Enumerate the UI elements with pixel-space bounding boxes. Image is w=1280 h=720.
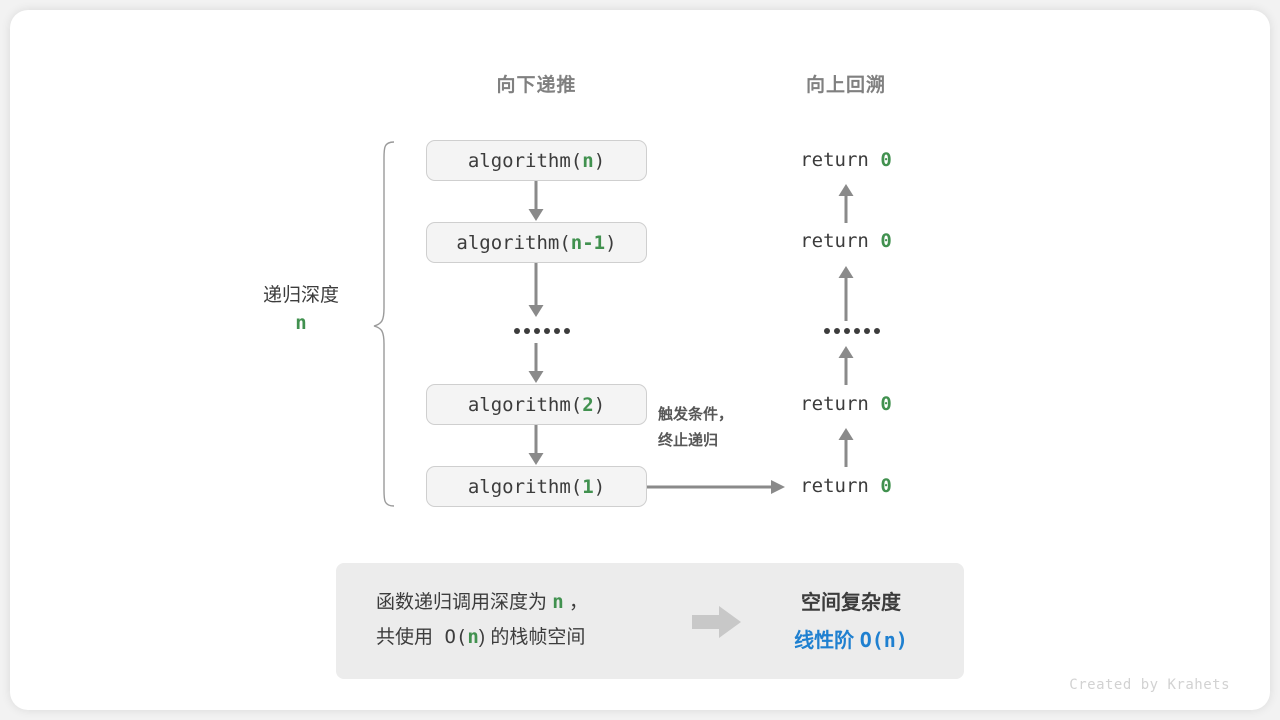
arrow-up-2 bbox=[834, 265, 858, 321]
ellipsis-dot bbox=[874, 328, 880, 334]
summary-result-title: 空间复杂度 bbox=[801, 592, 901, 614]
summary-result-value-row: 线性阶 O(n) bbox=[756, 622, 946, 660]
call-box: algorithm(n-1) bbox=[426, 222, 647, 263]
call-box-arg: 1 bbox=[582, 475, 594, 498]
summary-description: 函数递归调用深度为 n ， 共使用 O(n) 的栈帧空间 bbox=[376, 585, 588, 655]
call-box-suffix: ) bbox=[593, 475, 606, 498]
ellipsis-dot bbox=[824, 328, 830, 334]
column-header-downward: 向下递推 bbox=[426, 70, 647, 97]
call-box-prefix: algorithm( bbox=[456, 231, 571, 254]
arrow-down-2 bbox=[524, 263, 548, 318]
trigger-note-line2: 终止递归 bbox=[658, 431, 719, 449]
return-label: return 0 bbox=[766, 149, 926, 171]
call-box-suffix: ) bbox=[605, 231, 617, 254]
call-box-prefix: algorithm( bbox=[467, 149, 583, 172]
call-box: algorithm(n) bbox=[426, 140, 647, 181]
depth-brace bbox=[366, 130, 402, 510]
call-box-arg: n-1 bbox=[570, 231, 606, 254]
arrow-up-1 bbox=[834, 183, 858, 223]
ellipsis-dot bbox=[864, 328, 870, 334]
ellipsis-dot bbox=[564, 328, 570, 334]
return-label: return 0 bbox=[766, 393, 926, 415]
return-keyword: return bbox=[800, 230, 869, 252]
return-keyword: return bbox=[800, 149, 869, 171]
call-box-arg: n bbox=[582, 149, 594, 172]
call-box-prefix: algorithm( bbox=[467, 475, 583, 498]
recursion-depth-text: 递归深度 bbox=[262, 285, 339, 306]
call-box: algorithm(2) bbox=[426, 384, 647, 425]
ellipsis-left bbox=[514, 328, 570, 334]
arrow-down-4 bbox=[524, 425, 548, 466]
summary-line-1: 函数递归调用深度为 n ， bbox=[376, 585, 588, 620]
ellipsis-dot bbox=[854, 328, 860, 334]
ellipsis-dot bbox=[544, 328, 550, 334]
summary-line2-text-a: 共使用 O( bbox=[376, 626, 468, 649]
ellipsis-dot bbox=[844, 328, 850, 334]
summary-result-label: 线性阶 bbox=[794, 630, 860, 652]
call-box-arg: 2 bbox=[582, 393, 594, 416]
summary-line1-text-b: ， bbox=[563, 592, 589, 613]
ellipsis-dot bbox=[554, 328, 560, 334]
ellipsis-dot bbox=[534, 328, 540, 334]
call-box: algorithm(1) bbox=[426, 466, 647, 507]
ellipsis-dot bbox=[514, 328, 520, 334]
trigger-note-line1: 触发条件， bbox=[658, 406, 734, 423]
return-value: 0 bbox=[880, 475, 892, 497]
arrow-down-1 bbox=[524, 181, 548, 222]
summary-line2-text-b: ) 的栈帧空间 bbox=[478, 627, 586, 649]
arrow-right-terminate bbox=[647, 476, 787, 498]
footer-credit: Created by Krahets bbox=[1069, 677, 1230, 693]
return-label: return 0 bbox=[766, 475, 926, 497]
summary-line-2: 共使用 O(n) 的栈帧空间 bbox=[376, 620, 588, 655]
column-header-downward-label: 向下递推 bbox=[496, 75, 577, 96]
block-arrow-right-icon bbox=[692, 605, 742, 639]
ellipsis-right bbox=[824, 328, 880, 334]
return-keyword: return bbox=[800, 393, 869, 415]
summary-line2-n: n bbox=[467, 626, 479, 649]
call-box-suffix: ) bbox=[593, 149, 606, 172]
trigger-condition-note: 触发条件， 终止递归 bbox=[658, 402, 733, 453]
call-box-suffix: ) bbox=[593, 393, 606, 416]
column-header-upward-label: 向上回溯 bbox=[805, 75, 886, 96]
recursion-depth-label: 递归深度 n bbox=[236, 282, 366, 337]
summary-result: 空间复杂度 线性阶 O(n) bbox=[756, 585, 946, 660]
return-value: 0 bbox=[880, 230, 892, 252]
ellipsis-dot bbox=[834, 328, 840, 334]
diagram-card: 向下递推 向上回溯 递归深度 n algorithm(n) algor bbox=[10, 10, 1270, 710]
return-keyword: return bbox=[800, 475, 869, 497]
call-box-prefix: algorithm( bbox=[467, 393, 583, 416]
return-value: 0 bbox=[880, 149, 892, 171]
summary-line1-n: n bbox=[552, 591, 564, 613]
summary-line1-text-a: 函数递归调用深度为 bbox=[376, 592, 553, 613]
column-header-upward: 向上回溯 bbox=[766, 70, 926, 97]
arrow-down-3 bbox=[524, 343, 548, 384]
return-label: return 0 bbox=[766, 230, 926, 252]
recursion-depth-value: n bbox=[295, 311, 307, 334]
arrow-up-4 bbox=[834, 427, 858, 467]
ellipsis-dot bbox=[524, 328, 530, 334]
return-value: 0 bbox=[880, 393, 892, 415]
summary-result-value: O(n) bbox=[859, 628, 908, 652]
arrow-up-3 bbox=[834, 345, 858, 385]
summary-panel: 函数递归调用深度为 n ， 共使用 O(n) 的栈帧空间 空间复杂度 线性阶 O… bbox=[336, 563, 964, 679]
